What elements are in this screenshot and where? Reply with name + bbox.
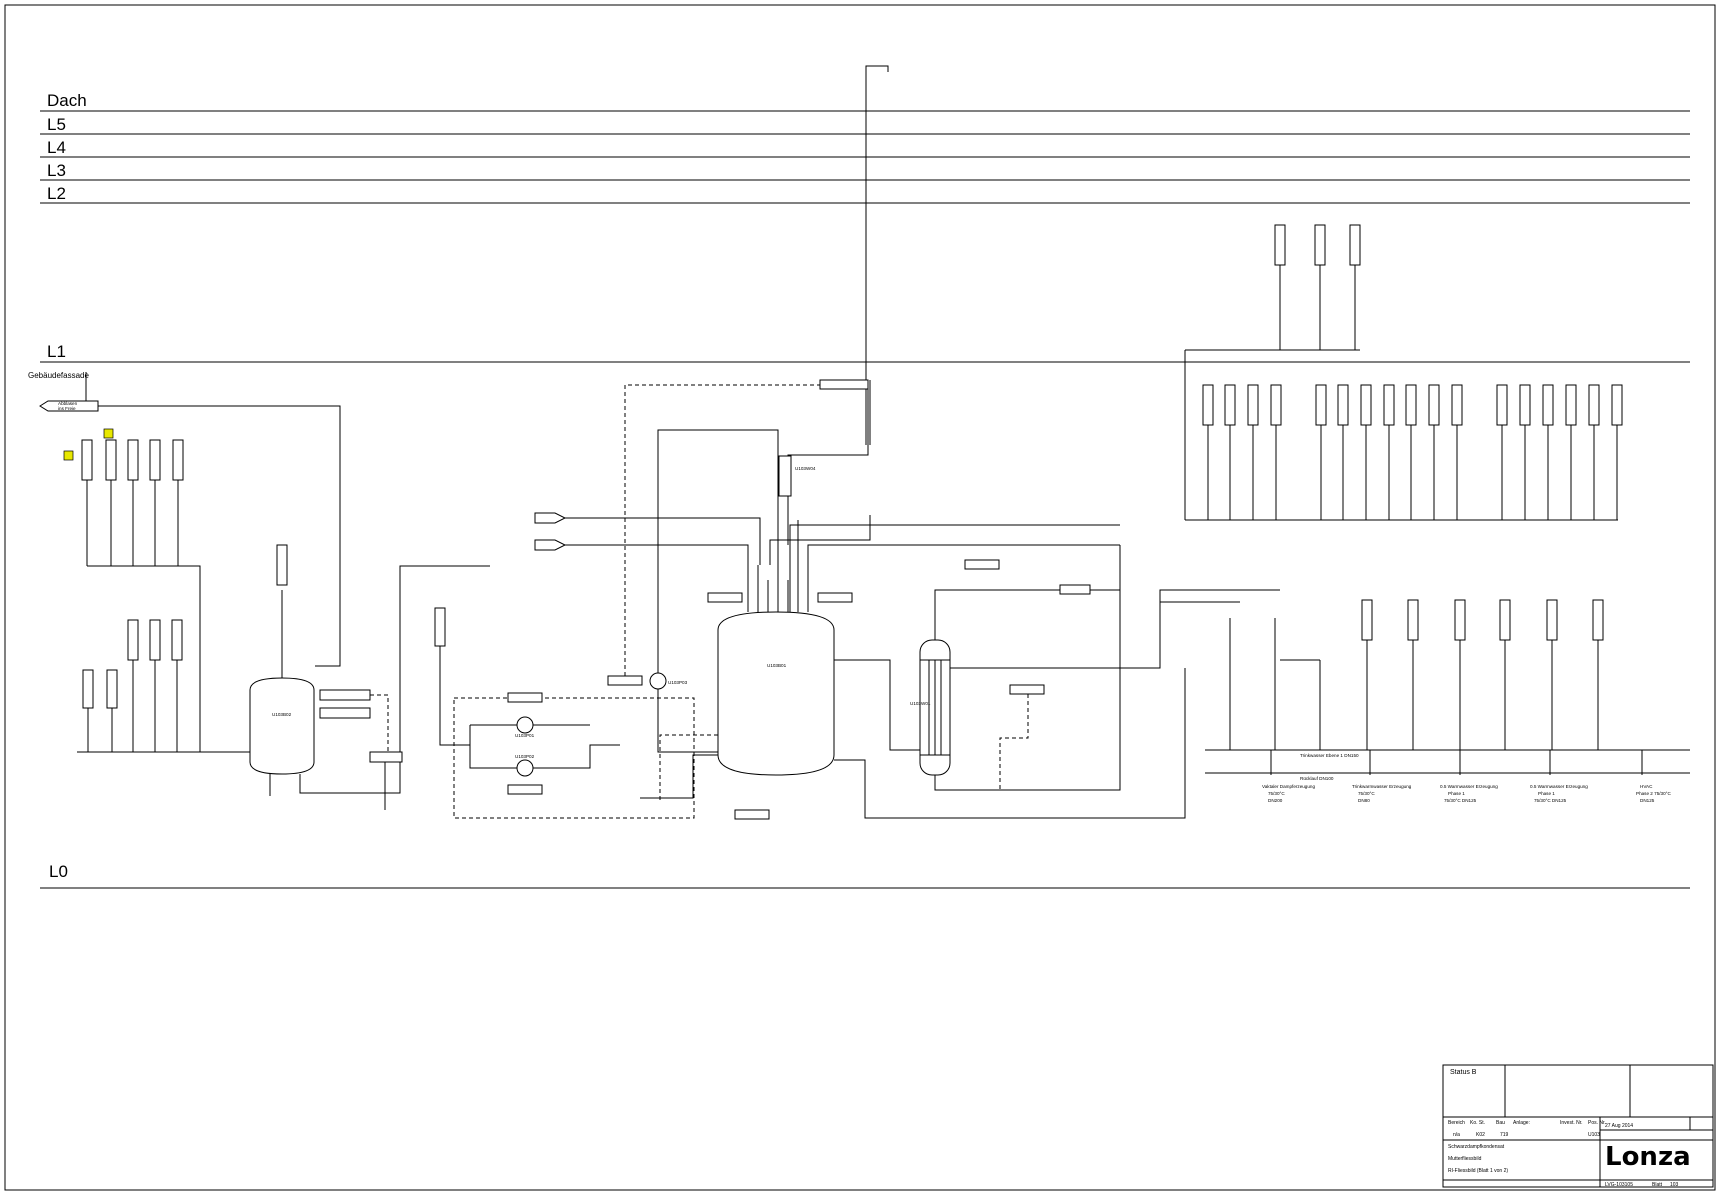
level-l2: L2 [47,184,66,203]
tb-title-1: Schwarzdampfkondensat [1448,1144,1505,1150]
hx-label: U103W01 [910,701,931,706]
right-lower-headers [1159,590,1690,775]
right-upper-manifold [1184,224,1618,521]
consumer-5-label: HVAC [1640,784,1653,789]
main-header-label: Trinkwasser Ebene 1 DN150 [1300,753,1359,758]
vessel-b01: U103B01 [640,520,853,820]
level-l3: L3 [47,161,66,180]
consumer-2-sub1: 75/30°C [1358,791,1375,796]
tb-pos-label: Pos. Nr. [1588,1120,1606,1126]
consumer-5-sub2: DN125 [1640,798,1655,803]
facade-exhaust: Abblasen ins Freie [39,400,99,412]
level-roof: Dach [47,91,87,110]
consumer-1-sub2: DN200 [1268,798,1283,803]
consumer-4-sub1: Phase 1 [1538,791,1555,796]
consumer-1-label: Vaktaler Dampferzeugung [1262,784,1315,789]
tb-building-value: 719 [1500,1132,1509,1138]
company-logo: Lonza [1605,1142,1691,1172]
hx-top-label: U103W04 [795,466,816,471]
tb-sheet-label: Blatt [1652,1182,1663,1188]
pump-p03-label: U103P03 [668,680,688,685]
vessel-b02: U103B02 [249,544,490,810]
consumer-2-sub2: DN80 [1358,798,1370,803]
return-header-label: Rücklauf DN100 [1300,776,1334,781]
consumer-3-sub2: 75/30°C DN125 [1444,798,1477,803]
right-tags-a [1202,384,1623,426]
svg-text:U103B02: U103B02 [272,712,292,717]
tb-status: Status B [1450,1069,1477,1076]
top-feeds [534,445,1120,612]
tb-pos-value: U103 [1588,1132,1600,1138]
consumer-labels: Vaktaler Dampferzeugung 75/30°C DN200 Tr… [1262,784,1671,803]
tb-plant-label: Anlage: [1513,1120,1530,1126]
level-lines [40,110,1690,889]
svg-text:U103B01: U103B01 [767,663,787,668]
status-marker-2 [103,428,114,439]
consumer-4-label: 0.5 Warmwasser Erzeugung [1530,784,1588,789]
vent-riser [865,65,889,445]
tb-co-value: K02 [1476,1132,1485,1138]
tb-area-label: Bereich [1448,1120,1465,1126]
tb-date-value: 27 Aug 2014 [1605,1123,1633,1129]
status-marker-1 [63,450,74,461]
tb-title-2: Mutterfliessbild [1448,1156,1482,1162]
tb-title-3: RI-Fliessbild (Blatt 1 von 2) [1448,1168,1508,1174]
consumer-5-sub1: Phase 2 75/30°C [1636,791,1671,796]
heat-exchanger [834,545,1280,819]
left-drops [77,440,250,753]
facade-label: Gebäudefassade [28,371,89,380]
pump-p02-label: U103P02 [515,754,535,759]
level-l5: L5 [47,115,66,134]
pump-p01-label: U103P01 [515,733,535,738]
tb-doc-number: LVG-103105 [1605,1182,1633,1188]
pump-group [434,607,695,819]
tb-area-value: n/a [1453,1132,1460,1138]
tb-building-label: Bau [1496,1120,1505,1126]
consumer-3-sub1: Phase 1 [1448,791,1465,796]
drawing-frame [4,4,1716,1191]
tb-invest-label: Invest. Nr. [1560,1120,1583,1126]
left-consumer-tags [81,439,184,709]
svg-text:Abblasen: Abblasen [58,401,78,406]
svg-text:ins Freie: ins Freie [58,406,76,411]
consumer-1-sub1: 75/30°C [1268,791,1285,796]
title-block [1442,1064,1714,1188]
tb-sheet-value: 103 [1670,1182,1679,1188]
consumer-2-label: Trinkwarmwasser Erzeugung [1352,784,1412,789]
consumer-3-label: 0.5 Warmwasser Erzeugung [1440,784,1498,789]
level-l0: L0 [49,862,68,881]
consumer-4-sub2: 75/30°C DN125 [1534,798,1567,803]
level-l4: L4 [47,138,66,157]
right-tags-b [1361,599,1604,641]
level-l1: L1 [47,342,66,361]
tb-co-label: Ko. St. [1470,1120,1485,1126]
pump-p03 [607,379,869,753]
